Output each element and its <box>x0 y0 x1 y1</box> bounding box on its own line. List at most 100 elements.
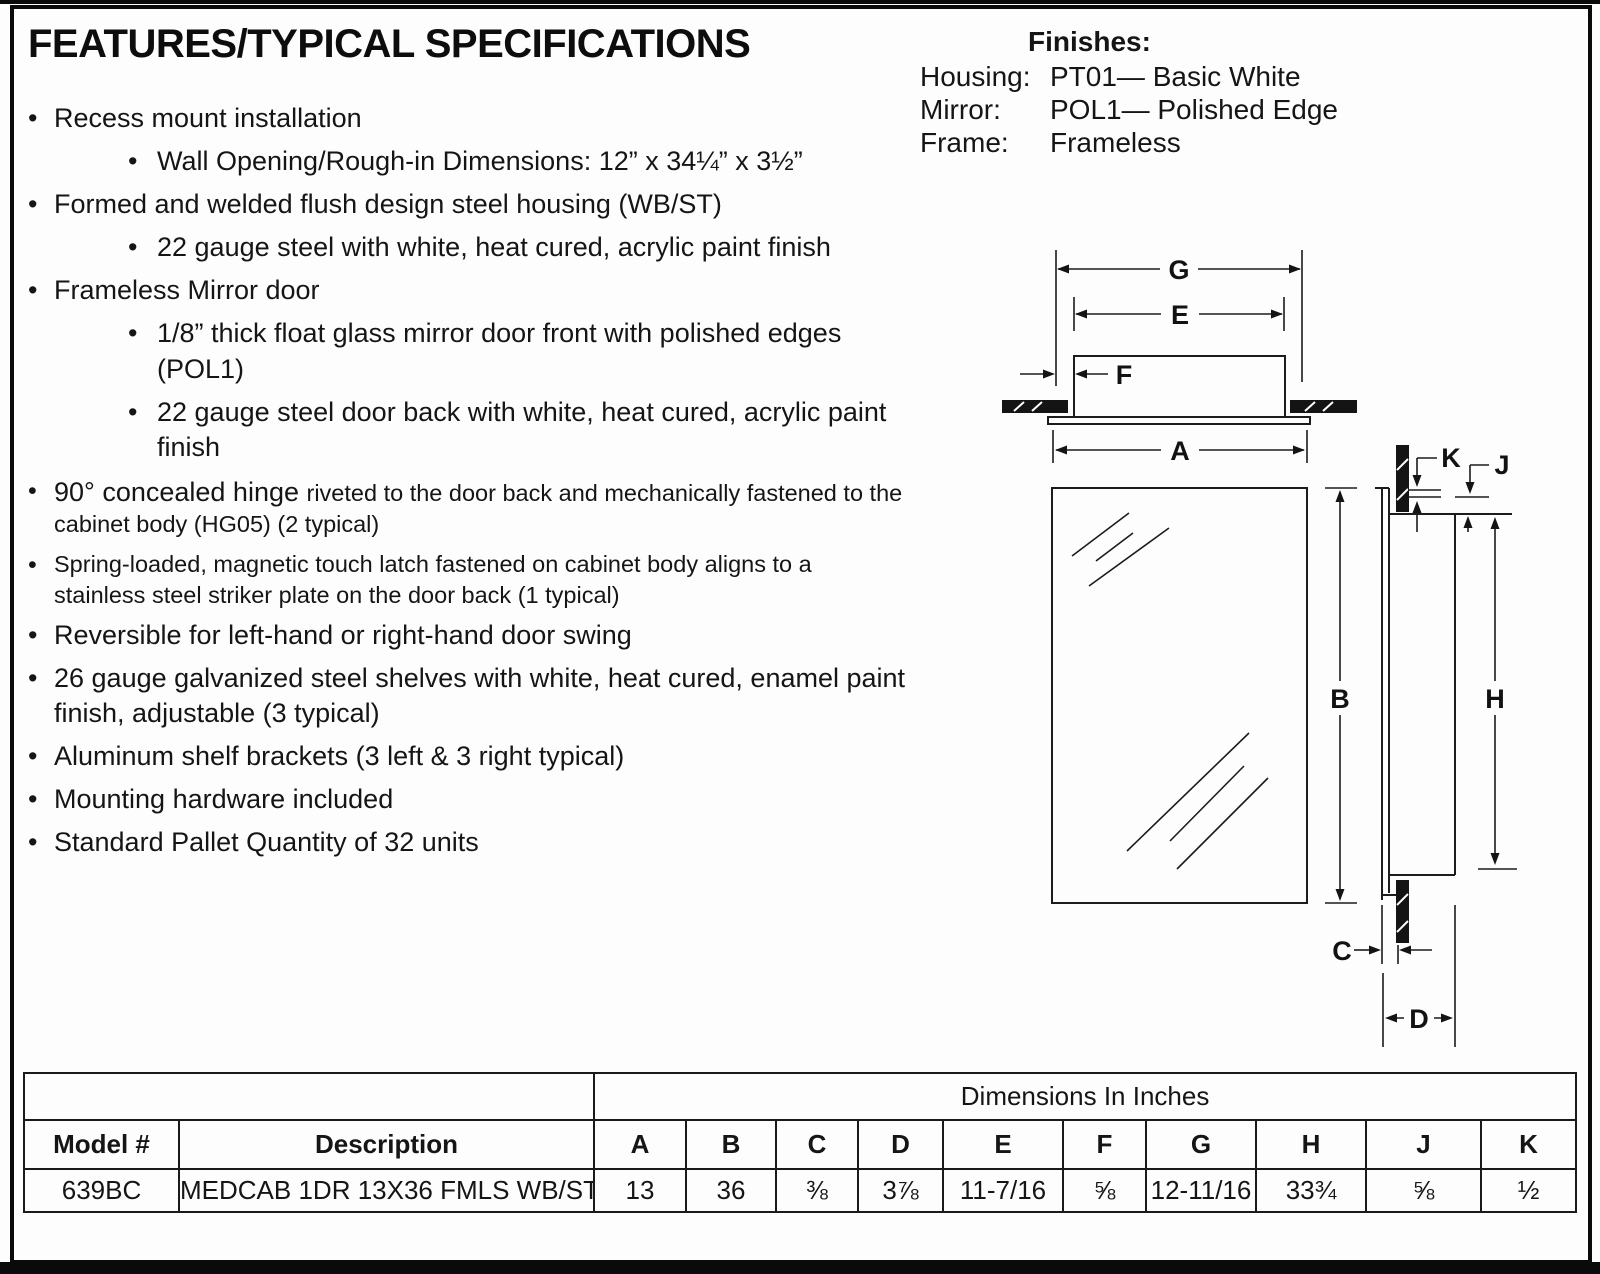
feature-item: •Wall Opening/Rough-in Dimensions: 12” x… <box>28 144 908 179</box>
bullet-icon: • <box>28 784 38 814</box>
bullet-icon: • <box>28 662 38 693</box>
dim-label-h: H <box>1485 684 1505 714</box>
dimensions-in-inches-header: Dimensions In Inches <box>592 1072 1578 1121</box>
flange-plate <box>1047 416 1311 425</box>
column-header-e: E <box>942 1119 1064 1170</box>
feature-text: Spring-loaded, magnetic touch latch fast… <box>54 551 812 608</box>
table-cell: 639BC <box>23 1168 180 1213</box>
feature-text: Recess mount installation <box>54 103 362 133</box>
table-cell: ½ <box>1479 1168 1578 1213</box>
finish-value: POL1— Polished Edge <box>1050 94 1338 125</box>
page-top-rule <box>0 0 1600 4</box>
features-section: FEATURES/TYPICAL SPECIFICATIONS • Recess … <box>28 22 908 860</box>
table-cell: 3⅞ <box>857 1168 944 1213</box>
page-title: FEATURES/TYPICAL SPECIFICATIONS <box>28 22 751 66</box>
finish-label: Housing: <box>920 61 1031 92</box>
feature-text: Frameless Mirror door <box>54 275 320 306</box>
feature-item: • Mounting hardware included <box>28 782 908 817</box>
feature-item: • 26 gauge galvanized steel shelves with … <box>28 661 908 731</box>
feature-text: Reversible for left-hand or right-hand d… <box>54 619 632 650</box>
feature-text: 22 gauge steel with white, heat cured, a… <box>157 232 831 263</box>
feature-text-rest: riveted to the door back and mechanicall… <box>54 479 903 538</box>
features-list: • Recess mount installation •Wall Opening/… <box>28 101 908 860</box>
ext-lines-e <box>1073 297 1285 331</box>
feature-item: • 90° concealed hinge riveted to the door… <box>28 475 908 540</box>
mirror-door-front <box>1051 487 1308 904</box>
table-cell: ⅝ <box>1062 1168 1147 1213</box>
column-header-b: B <box>685 1119 777 1170</box>
feature-text: 1/8” thick float glass mirror door front… <box>157 318 842 384</box>
column-header-d: D <box>857 1119 944 1170</box>
page-bottom-rule <box>0 1262 1600 1274</box>
wall-section-top <box>1396 445 1409 512</box>
finish-label: Frame: <box>920 127 1009 158</box>
finish-value: PT01— Basic White <box>1050 61 1301 92</box>
ext-lines-a <box>1052 430 1308 463</box>
wall-section-left <box>1002 400 1068 413</box>
column-header-a: A <box>593 1119 687 1170</box>
table-cell: ⅜ <box>775 1168 859 1213</box>
feature-item: •Reversible for left-hand or right-hand … <box>28 618 908 653</box>
bullet-icon: • <box>28 189 38 220</box>
feature-item: • 22 gauge steel door back with white, he… <box>28 395 908 465</box>
feature-text-lead: 90° concealed hinge <box>54 476 307 507</box>
table-cell: ⅝ <box>1365 1168 1482 1213</box>
dim-label-b: B <box>1330 684 1350 714</box>
finish-row-housing: Housing: PT01— Basic White <box>920 60 1400 93</box>
feature-item: • Recess mount installation <box>28 101 908 136</box>
table-cell: 11-7/16 <box>942 1168 1064 1213</box>
bullet-icon: • <box>28 551 37 580</box>
door-side-profile <box>1375 487 1397 900</box>
finishes-heading: Finishes: <box>1028 26 1151 57</box>
bullet-icon: • <box>28 103 38 133</box>
column-header-description: Description <box>178 1119 595 1170</box>
column-header-c: C <box>775 1119 859 1170</box>
feature-text: 22 gauge steel door back with white, hea… <box>157 396 887 462</box>
finish-value: Frameless <box>1050 127 1181 158</box>
column-header-g: G <box>1145 1119 1257 1170</box>
bullet-icon: • <box>128 232 138 263</box>
feature-text: Standard Pallet Quantity of 32 units <box>54 827 479 858</box>
bullet-icon: • <box>128 318 138 349</box>
bullet-icon: • <box>128 146 138 177</box>
feature-text: Aluminum shelf brackets (3 left & 3 righ… <box>54 740 625 771</box>
feature-item: • 1/8” thick float glass mirror door fron… <box>28 316 908 386</box>
dim-label-c: C <box>1332 936 1352 966</box>
feature-item: • Frameless Mirror door <box>28 273 908 308</box>
dim-label-e: E <box>1171 300 1189 330</box>
feature-item: • Standard Pallet Quantity of 32 units <box>28 825 908 860</box>
dim-label-k: K <box>1441 443 1461 473</box>
feature-item: • Aluminum shelf brackets (3 left & 3 rig… <box>28 739 908 774</box>
cabinet-body-profile <box>1390 513 1512 876</box>
column-header-model-: Model # <box>23 1119 180 1170</box>
bullet-icon: • <box>28 740 38 771</box>
feature-text: 26 gauge galvanized steel shelves with w… <box>54 662 906 728</box>
bullet-icon: • <box>28 275 38 306</box>
feature-item: • 22 gauge steel with white, heat cured, … <box>28 230 908 265</box>
table-cell: 33¾ <box>1255 1168 1367 1213</box>
wall-section-bottom <box>1396 880 1409 943</box>
feature-item: •Formed and welded flush design steel ho… <box>28 187 908 222</box>
feature-text: 90° concealed hinge riveted to the door … <box>54 475 908 540</box>
dim-label-d: D <box>1409 1004 1429 1034</box>
column-header-f: F <box>1062 1119 1147 1170</box>
blank-header-cell <box>23 1072 595 1121</box>
mirror-shine-top <box>1071 512 1170 587</box>
dimension-diagram: G E F A B <box>1002 250 1517 1047</box>
housing-outline <box>1073 355 1286 418</box>
bullet-icon: • <box>28 476 37 505</box>
column-header-h: H <box>1255 1119 1367 1170</box>
table-span-header-row: Dimensions In Inches <box>23 1072 1578 1121</box>
table-cell: MEDCAB 1DR 13X36 FMLS WB/ST <box>178 1168 595 1213</box>
finishes-section: Finishes: Housing: PT01— Basic White Mir… <box>920 26 1400 159</box>
bullet-icon: • <box>28 827 38 858</box>
mirror-shine-bottom <box>1126 732 1269 870</box>
column-header-j: J <box>1365 1119 1482 1170</box>
feature-item: • Spring-loaded, magnetic touch latch fas… <box>28 549 908 609</box>
feature-text: Mounting hardware included <box>54 784 394 814</box>
column-header-k: K <box>1479 1119 1578 1170</box>
bullet-icon: • <box>128 396 138 427</box>
